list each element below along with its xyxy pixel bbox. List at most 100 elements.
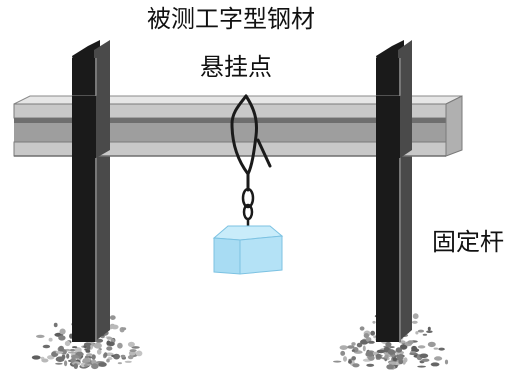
- gravel-stone: [426, 330, 433, 334]
- gravel-stone: [427, 326, 431, 331]
- gravel-stone: [386, 364, 394, 370]
- chain-link: [241, 187, 255, 230]
- gravel-stone: [367, 355, 375, 361]
- gravel-stone: [64, 340, 71, 347]
- gravel-stone: [339, 345, 348, 350]
- gravel-stone: [402, 359, 406, 365]
- gravel-stone: [111, 324, 119, 330]
- gravel-stone: [131, 346, 140, 349]
- gravel-stone: [351, 349, 355, 352]
- gravel-stone: [55, 356, 65, 363]
- gravel-stone: [352, 363, 360, 368]
- gravel-stone: [73, 363, 79, 369]
- label-fixed-rod: 固定杆: [432, 228, 504, 256]
- gravel-stone: [66, 353, 70, 359]
- gravel-stone: [411, 320, 418, 324]
- gravel-stone: [117, 362, 122, 365]
- gravel-stone: [351, 356, 357, 361]
- gravel-stone: [409, 352, 418, 356]
- gravel-stone: [120, 354, 126, 358]
- gravel-stone: [375, 353, 382, 359]
- gravel-stone: [365, 337, 372, 342]
- gravel-stone: [121, 327, 127, 331]
- gravel-stone: [333, 360, 342, 363]
- gravel-stone: [127, 341, 135, 347]
- gravel-stone: [392, 357, 398, 362]
- gravel-stone: [53, 322, 58, 328]
- gravel-stone: [91, 354, 96, 360]
- gravel-stone: [58, 335, 66, 341]
- gravel-stone: [82, 358, 90, 363]
- fixed-rod-left: [72, 40, 110, 342]
- gravel-stone: [363, 333, 370, 339]
- gravel-stone: [91, 363, 99, 370]
- gravel-stone: [434, 356, 443, 361]
- gravel-stone: [359, 326, 365, 331]
- gravel-base-right: [333, 310, 449, 370]
- gravel-stone: [384, 354, 389, 359]
- gravel-stone: [367, 340, 375, 344]
- gravel-stone: [422, 333, 428, 336]
- gravel-stone: [367, 351, 374, 357]
- gravel-stone: [362, 345, 366, 352]
- gravel-stone: [135, 350, 143, 357]
- gravel-stone: [83, 364, 88, 367]
- gravel-base-left: [31, 308, 143, 370]
- gravel-stone: [427, 341, 436, 348]
- gravel-stone: [55, 362, 63, 365]
- gravel-stone: [98, 362, 107, 367]
- gravel-stone: [93, 342, 102, 349]
- gravel-stone: [74, 347, 82, 353]
- gravel-stone: [117, 342, 123, 349]
- gravel-stone: [388, 361, 397, 364]
- hook: [230, 94, 272, 192]
- gravel-stone: [395, 347, 403, 353]
- gravel-stone: [55, 351, 64, 354]
- gravel-stone: [347, 345, 355, 349]
- gravel-stone: [421, 358, 430, 362]
- gravel-stone: [396, 354, 404, 361]
- gravel-stone: [356, 342, 363, 348]
- gravel-stone: [417, 329, 424, 333]
- gravel-stone: [106, 358, 110, 363]
- gravel-stone: [387, 349, 395, 355]
- gravel-stone: [417, 365, 426, 368]
- gravel-stone: [113, 353, 120, 360]
- gravel-stone: [58, 345, 64, 352]
- fixed-rod-right: [376, 40, 412, 342]
- gravel-stone: [59, 328, 66, 335]
- gravel-stone: [106, 336, 113, 340]
- gravel-stone: [343, 356, 347, 362]
- weight-block: [212, 225, 284, 275]
- fixed-rod-left-front: [72, 88, 110, 158]
- gravel-stone: [411, 345, 417, 351]
- gravel-stone: [69, 348, 76, 352]
- gravel-stone: [433, 347, 439, 350]
- gravel-stone: [124, 360, 132, 363]
- gravel-stone: [31, 355, 41, 360]
- label-hanging-point: 悬挂点: [200, 53, 272, 81]
- gravel-stone: [72, 346, 78, 349]
- gravel-stone: [412, 313, 419, 320]
- gravel-stone: [385, 341, 392, 348]
- gravel-stone: [348, 359, 352, 364]
- gravel-stone: [36, 334, 45, 338]
- gravel-stone: [106, 340, 111, 346]
- gravel-stone: [366, 363, 375, 367]
- label-beam-under-test: 被测工字型钢材: [147, 5, 315, 33]
- gravel-stone: [129, 349, 137, 353]
- gravel-stone: [400, 344, 408, 350]
- gravel-stone: [42, 344, 51, 349]
- gravel-stone: [109, 315, 116, 320]
- gravel-stone: [409, 351, 417, 354]
- gravel-stone: [111, 354, 115, 358]
- gravel-stone: [376, 349, 386, 354]
- gravel-stone: [106, 346, 113, 351]
- gravel-stone: [389, 346, 395, 349]
- gravel-stone: [64, 360, 68, 367]
- gravel-stone: [372, 320, 376, 324]
- gravel-stone: [419, 353, 429, 359]
- gravel-stone: [407, 340, 414, 345]
- gravel-stone: [417, 345, 426, 349]
